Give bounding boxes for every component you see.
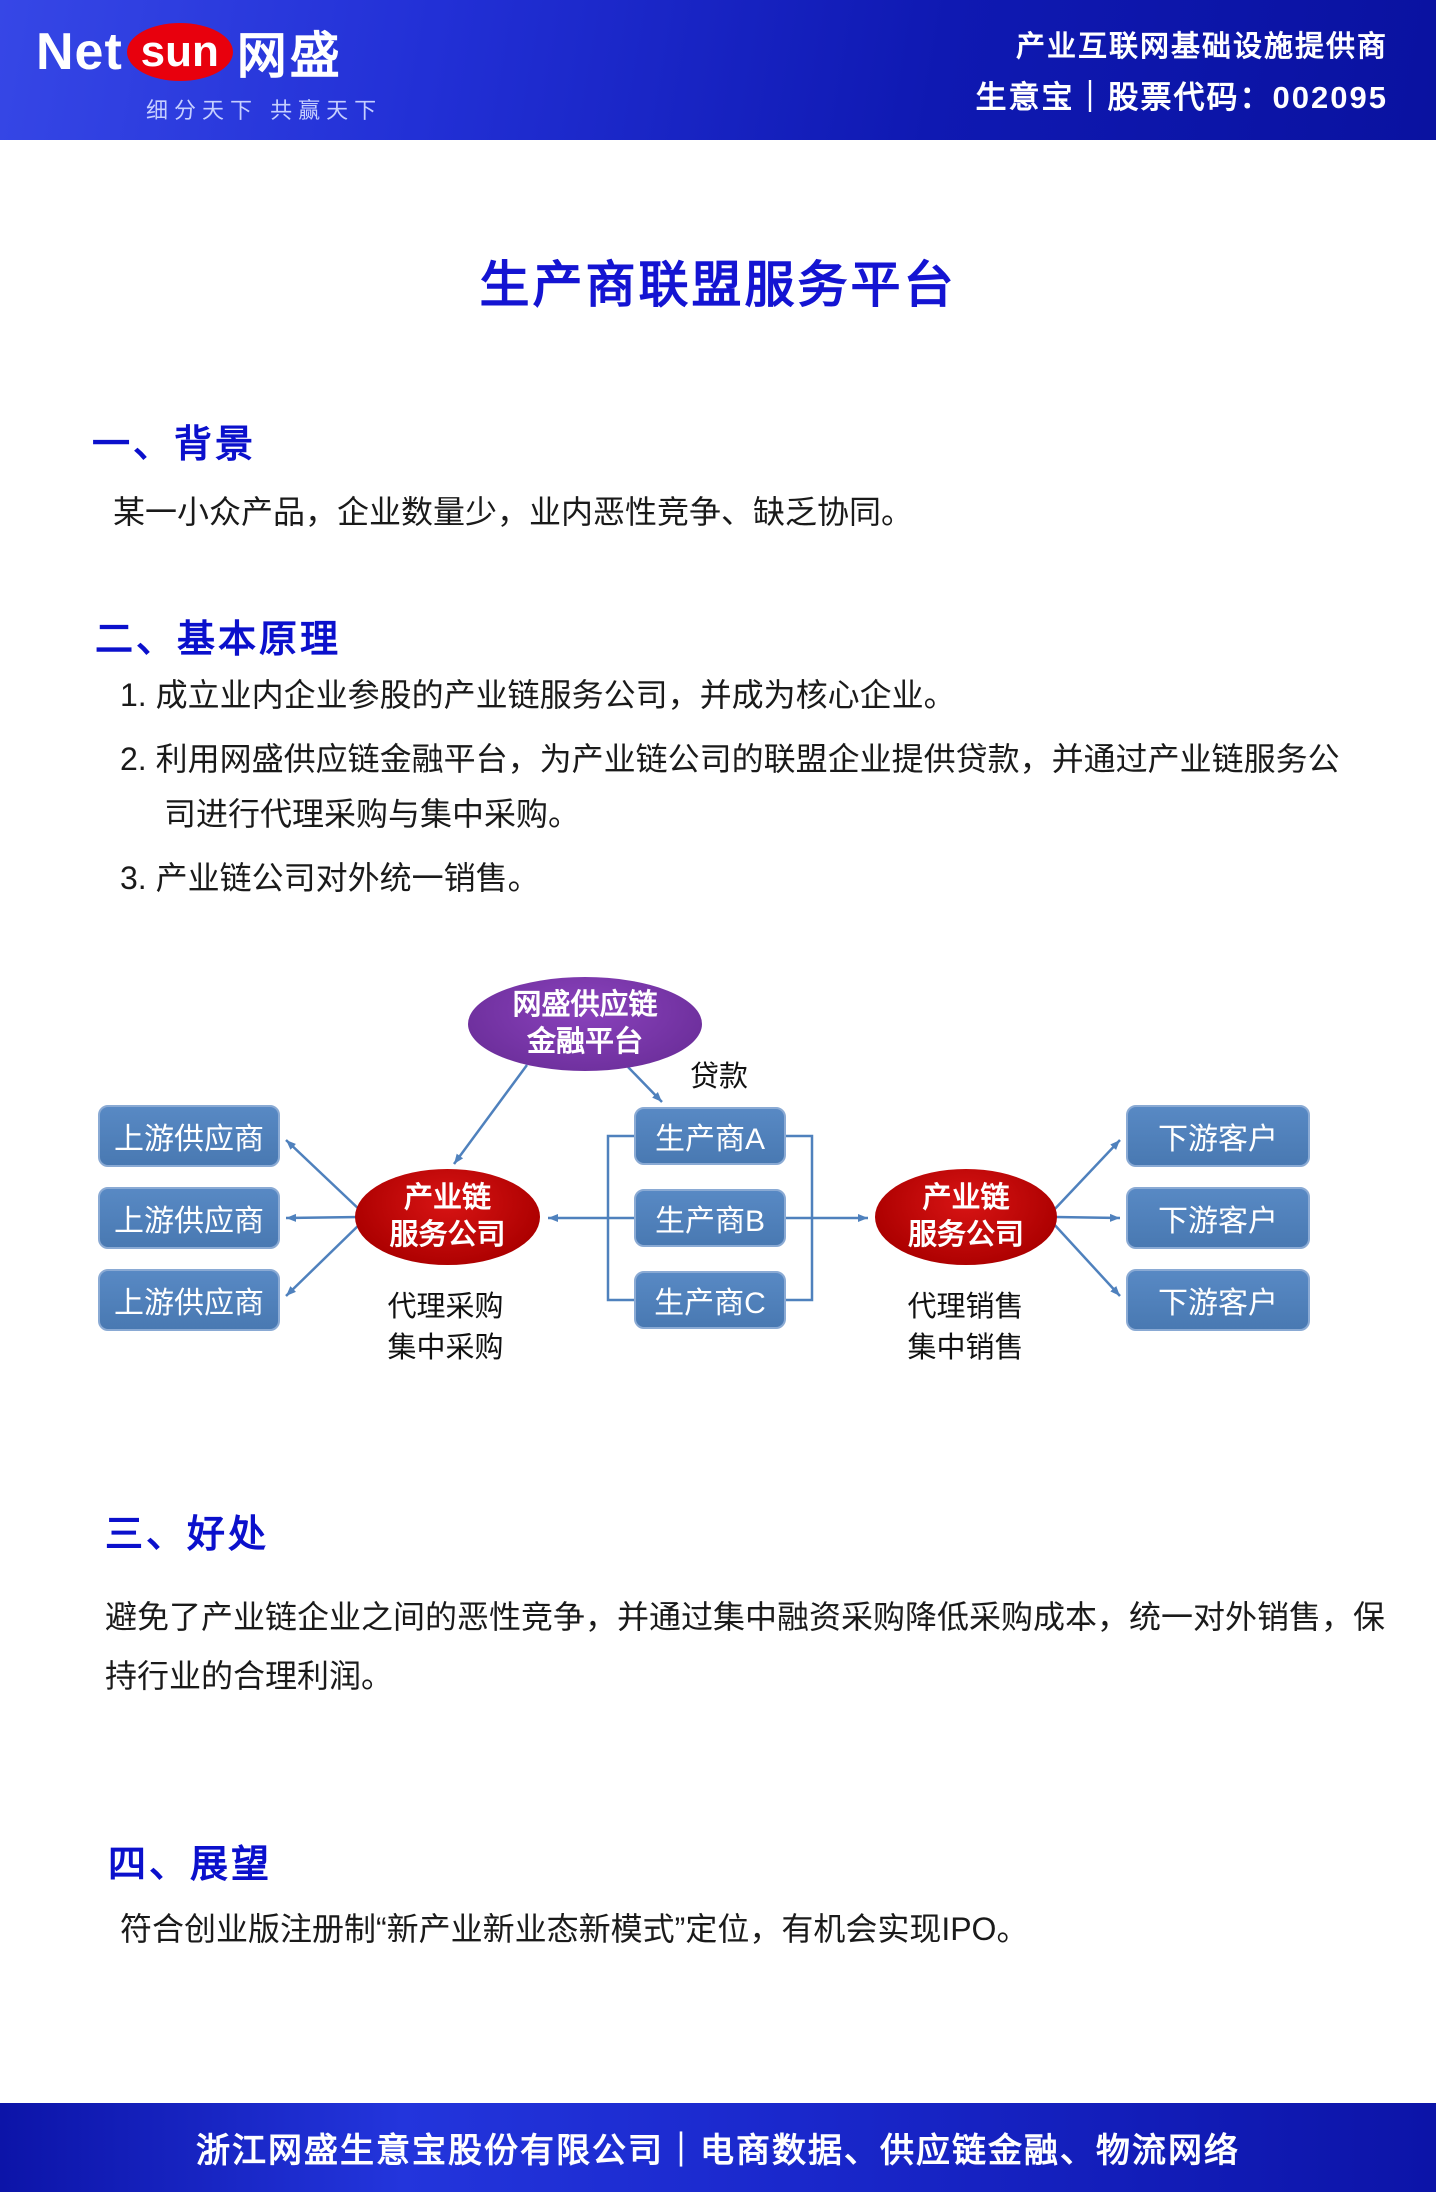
logo-net-text: Net [36,22,123,81]
logo-tagline: 细分天下 共赢天下 [146,97,383,123]
service-company-right-ellipse: 产业链 服务公司 [875,1169,1057,1265]
footer-bar: 浙江网盛生意宝股份有限公司｜电商数据、供应链金融、物流网络 [0,2103,1436,2192]
downstream-customer-box: 下游客户 [1126,1105,1310,1167]
principles-list: 1. 成立业内企业参股的产业链服务公司，并成为核心企业。 2. 利用网盛供应链金… [120,668,1355,915]
service-company-label-line2: 服务公司 [389,1219,506,1251]
producer-c-box: 生产商C [634,1271,786,1329]
service-company-label-line1: 产业链 [403,1182,491,1214]
header-stock-code: 生意宝｜股票代码：002095 [975,80,1388,115]
service-company-label-line1: 产业链 [922,1182,1010,1214]
section-heading-background: 一、背景 [92,424,257,466]
finance-platform-label-line1: 网盛供应链 [512,989,658,1021]
procurement-note-line2: 集中采购 [387,1332,504,1364]
upstream-supplier-box: 上游供应商 [98,1187,280,1249]
list-item: 3. 产业链公司对外统一销售。 [120,860,540,896]
loan-label: 贷款 [690,1061,749,1093]
section-body-outlook: 符合创业版注册制“新产业新业态新模式”定位，有机会实现IPO。 [120,1911,1029,1947]
alliance-flow-diagram: 网盛供应链 金融平台 贷款 上游供应商 上游供应商 上游供应商 产业链 服务公司… [0,955,1436,1395]
section-body-background: 某一小众产品，企业数量少，业内恶性竞争、缺乏协同。 [113,494,914,530]
header-bar: Net sun 网盛 细分天下 共赢天下 产业互联网基础设施提供商 生意宝｜股票… [0,0,1436,140]
finance-platform-ellipse: 网盛供应链 金融平台 [468,977,702,1071]
section-heading-outlook: 四、展望 [108,1844,273,1886]
logo-cn-text: 网盛 [236,27,343,84]
section-body-benefits: 避免了产业链企业之间的恶性竞争，并通过集中融资采购降低采购成本，统一对外销售，保… [105,1599,1386,1694]
header-slogan: 产业互联网基础设施提供商 [1015,31,1388,63]
procurement-note: 代理采购 集中采购 [353,1287,538,1369]
producer-b-box: 生产商B [634,1189,786,1247]
service-company-left-ellipse: 产业链 服务公司 [355,1169,540,1265]
producer-a-box: 生产商A [634,1107,786,1165]
diagram-connectors [285,1064,1121,1302]
downstream-customer-box: 下游客户 [1126,1187,1310,1249]
upstream-supplier-box: 上游供应商 [98,1105,280,1167]
header-right-block: 产业互联网基础设施提供商 生意宝｜股票代码：002095 [976,23,1388,117]
list-item: 2. 利用网盛供应链金融平台，为产业链公司的联盟企业提供贷款，并通过产业链服务公… [120,741,1340,832]
section-heading-principles: 二、基本原理 [95,619,342,661]
logo-sun-badge: sun [126,22,233,81]
procurement-note-line1: 代理采购 [387,1291,504,1323]
sales-note-line2: 集中销售 [907,1332,1024,1364]
finance-platform-label-line2: 金融平台 [526,1026,643,1058]
sales-note-line1: 代理销售 [907,1291,1024,1323]
section-heading-benefits: 三、好处 [105,1514,270,1556]
upstream-supplier-box: 上游供应商 [98,1269,280,1331]
sales-note: 代理销售 集中销售 [873,1287,1058,1369]
downstream-customer-box: 下游客户 [1126,1269,1310,1331]
list-item: 1. 成立业内企业参股的产业链服务公司，并成为核心企业。 [120,677,956,713]
logo-wordmark: Net sun 网盛 [36,16,382,88]
page-title: 生产商联盟服务平台 [479,257,957,313]
service-company-label-line2: 服务公司 [907,1219,1024,1251]
footer-company-line: 浙江网盛生意宝股份有限公司｜电商数据、供应链金融、物流网络 [196,2132,1240,2170]
netsun-logo: Net sun 网盛 细分天下 共赢天下 [36,16,382,125]
